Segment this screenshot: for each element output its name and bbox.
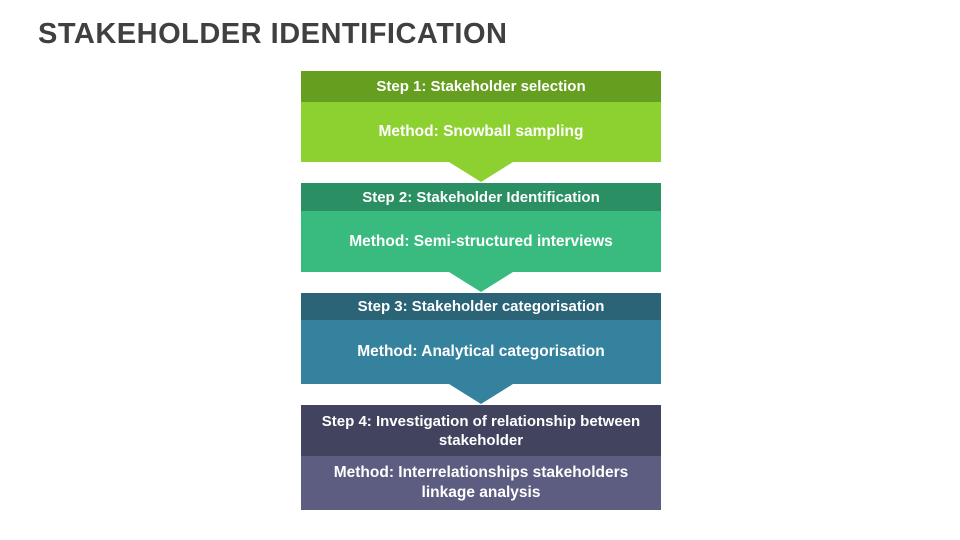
step-2-header: Step 2: Stakeholder Identification (301, 183, 661, 211)
step-1-header: Step 1: Stakeholder selection (301, 71, 661, 102)
step-4-header: Step 4: Investigation of relationship be… (301, 405, 661, 456)
step-3-block: Step 3: Stakeholder categorisation Metho… (301, 293, 661, 384)
step-4-block: Step 4: Investigation of relationship be… (301, 405, 661, 510)
page-title: STAKEHOLDER IDENTIFICATION (38, 18, 508, 50)
step-4-method: Method: Interrelationships stakeholders … (301, 456, 661, 510)
down-arrow-icon (449, 272, 513, 292)
arrow-row-1 (301, 162, 661, 183)
step-3-method: Method: Analytical categorisation (301, 320, 661, 384)
arrow-row-2 (301, 272, 661, 293)
step-2-block: Step 2: Stakeholder Identification Metho… (301, 183, 661, 272)
step-3-header: Step 3: Stakeholder categorisation (301, 293, 661, 320)
step-1-block: Step 1: Stakeholder selection Method: Sn… (301, 71, 661, 162)
arrow-row-3 (301, 384, 661, 405)
step-1-method: Method: Snowball sampling (301, 102, 661, 162)
down-arrow-icon (449, 384, 513, 404)
step-2-method: Method: Semi-structured interviews (301, 211, 661, 272)
down-arrow-icon (449, 162, 513, 182)
process-flow-diagram: Step 1: Stakeholder selection Method: Sn… (301, 71, 661, 510)
